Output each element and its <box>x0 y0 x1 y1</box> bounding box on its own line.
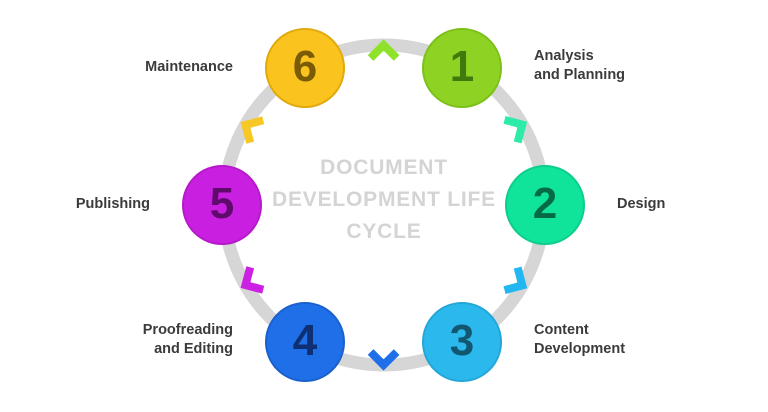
stage-label-maintenance: Maintenance <box>145 59 233 75</box>
stage-label-design: Design <box>617 196 666 212</box>
cycle-arrow-6-to-1 <box>367 39 400 61</box>
cycle-arrow-1-to-2 <box>503 116 528 144</box>
stage-node-5[interactable]: 5 <box>182 165 262 245</box>
stage-label-analysis-and-planning: Analysis and Planning <box>534 48 626 83</box>
cycle-arrow-2-to-3 <box>503 266 528 294</box>
stage-number-5: 5 <box>209 179 235 228</box>
stage-label-content-development: Content Development <box>534 322 626 357</box>
stage-number-1: 1 <box>449 42 475 91</box>
stage-label-publishing: Publishing <box>75 196 150 212</box>
stage-node-1[interactable]: 1 <box>422 28 502 108</box>
cycle-arrow-4-to-5 <box>240 266 265 294</box>
stage-node-4[interactable]: 4 <box>265 302 345 382</box>
stage-number-4: 4 <box>292 316 318 365</box>
cycle-arrow-5-to-6 <box>240 116 265 144</box>
stage-node-3[interactable]: 3 <box>422 302 502 382</box>
arrow-layer <box>240 39 528 371</box>
stage-node-2[interactable]: 2 <box>505 165 585 245</box>
stage-label-proofreading-and-editing: Proofreading and Editing <box>142 322 233 357</box>
stage-node-6[interactable]: 6 <box>265 28 345 108</box>
stage-number-2: 2 <box>532 179 558 228</box>
stage-number-3: 3 <box>449 316 475 365</box>
diagram-center-title: DOCUMENT DEVELOPMENT LIFE CYCLE <box>272 156 496 243</box>
cycle-arrow-3-to-4 <box>367 349 400 371</box>
stage-number-6: 6 <box>292 42 318 91</box>
